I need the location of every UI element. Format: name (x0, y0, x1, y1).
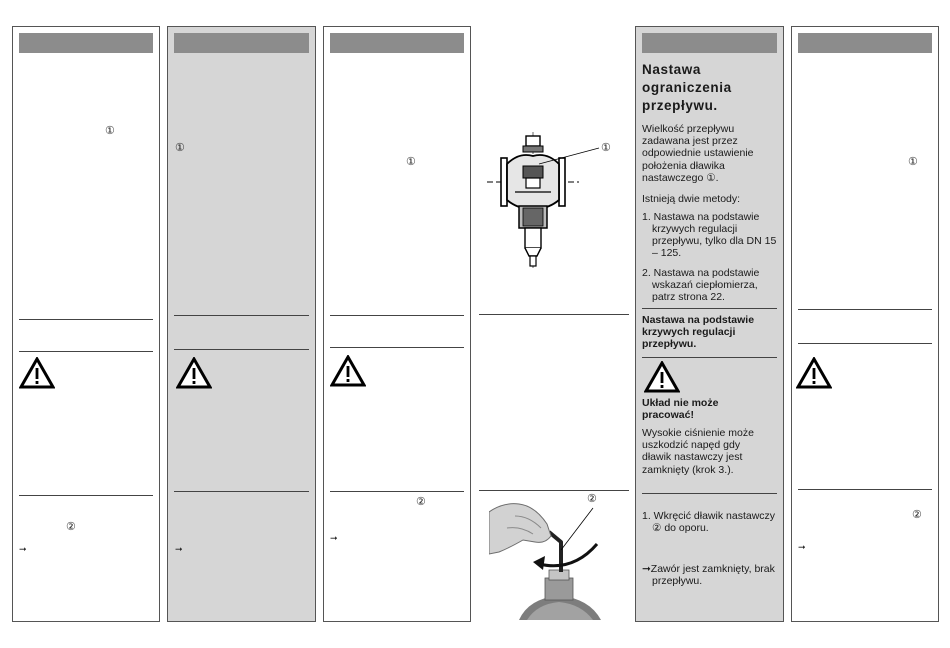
warning-title: Układ nie może pracować! (642, 397, 719, 422)
divider (174, 491, 309, 492)
callout-marker-1: ① (175, 142, 185, 154)
column-1: ① ② ➞ (12, 26, 160, 622)
column-6: ① ② ➞ (791, 26, 939, 622)
result-arrow-icon: ➞ (330, 533, 338, 543)
column-2: ① ➞ (167, 26, 316, 622)
column-header-bar (19, 33, 153, 53)
result-arrow-icon: ➞ (175, 544, 183, 554)
divider (642, 308, 777, 309)
section-title: Nastawa ograniczenia przepływu. (642, 62, 732, 113)
callout-marker-2: ② (66, 521, 76, 533)
valve-cross-section-figure (487, 132, 600, 268)
warning-triangle-icon (644, 361, 680, 393)
warning-triangle-icon (176, 357, 212, 389)
warning-triangle-icon (796, 357, 832, 389)
divider (19, 495, 153, 496)
column-header-bar (330, 33, 464, 53)
divider (174, 315, 309, 316)
callout-marker-2: ② (416, 496, 426, 508)
column-header-bar (642, 33, 777, 53)
method-1: 1. Nastawa na podstawie krzywych regulac… (642, 211, 777, 259)
divider (330, 347, 464, 348)
warning-triangle-icon (19, 357, 55, 389)
divider (19, 319, 153, 320)
divider (798, 309, 932, 310)
intro-paragraph: Wielkość przepływu zadawana jest przez o… (642, 123, 754, 184)
divider (174, 349, 309, 350)
method-2: 2. Nastawa na podstawie wskazań ciepłomi… (642, 267, 760, 303)
callout-marker-1: ① (105, 125, 115, 137)
subsection-title: Nastawa na podstawie krzywych regulacji … (642, 314, 755, 351)
hand-with-hex-key-figure (489, 494, 619, 620)
figure-callout-2: ② (587, 493, 597, 505)
callout-marker-2: ② (912, 509, 922, 521)
result-arrow-icon: ➞ (19, 544, 27, 554)
callout-marker-1: ① (908, 156, 918, 168)
divider (19, 351, 153, 352)
divider (330, 491, 464, 492)
divider (798, 343, 932, 344)
divider (330, 315, 464, 316)
divider (642, 357, 777, 358)
figure-column: ① ② (479, 26, 629, 622)
divider (479, 490, 629, 491)
result-arrow-icon: ➞ (798, 542, 806, 552)
warning-text: Wysokie ciśnienie może uszkodzić napęd g… (642, 427, 754, 476)
warning-triangle-icon (330, 355, 366, 387)
result-text: ➞Zawór jest zamknięty, brak przepływu. (642, 563, 775, 587)
column-polish: Nastawa ograniczenia przepływu. Wielkość… (635, 26, 784, 622)
column-3: ① ② ➞ (323, 26, 471, 622)
callout-marker-1: ① (406, 156, 416, 168)
divider (479, 314, 629, 315)
column-header-bar (798, 33, 932, 53)
methods-intro: Istnieją dwie metody: (642, 193, 741, 205)
divider (642, 493, 777, 494)
column-header-bar (174, 33, 309, 53)
step-1: 1. Wkręcić dławik nastawczy ② do oporu. (642, 510, 776, 534)
figure-callout-1: ① (601, 142, 611, 154)
divider (798, 489, 932, 490)
